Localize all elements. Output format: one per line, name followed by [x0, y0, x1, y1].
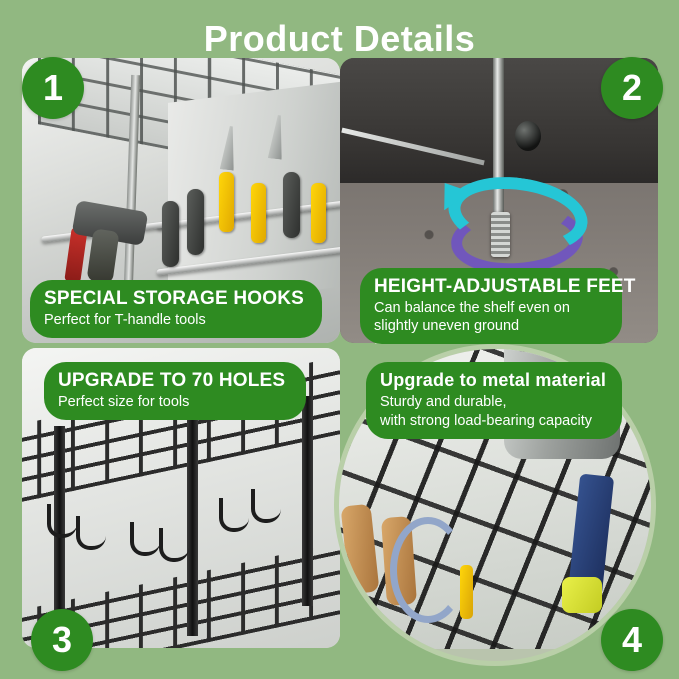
- panel-2-subline: Can balance the shelf even on slightly u…: [374, 300, 570, 334]
- panel-4-label: Upgrade to metal material Sturdy and dur…: [366, 362, 622, 439]
- panel-1-subline: Perfect for T-handle tools: [44, 312, 206, 328]
- badge-1: 1: [22, 57, 84, 119]
- drill-tool: [60, 200, 149, 284]
- panel-1-label: SPECIAL STORAGE HOOKS Perfect for T-hand…: [30, 280, 322, 338]
- badge-2: 2: [601, 57, 663, 119]
- badge-4: 4: [601, 609, 663, 671]
- panel-2-headline: HEIGHT-ADJUSTABLE FEET: [374, 276, 636, 297]
- panel-4-headline: Upgrade to metal material: [380, 370, 607, 390]
- blue-cord: [389, 517, 466, 623]
- rubber-knob: [514, 120, 541, 151]
- panel-3-subline: Perfect size for tools: [58, 394, 190, 410]
- panel-3-label: UPGRADE TO 70 HOLES Perfect size for too…: [44, 362, 306, 420]
- panel-1-headline: SPECIAL STORAGE HOOKS: [44, 288, 305, 309]
- threaded-foot: [491, 211, 511, 257]
- panel-2-label: HEIGHT-ADJUSTABLE FEET Can balance the s…: [360, 268, 636, 344]
- panel-3-headline: UPGRADE TO 70 HOLES: [58, 370, 286, 391]
- panel-4-subline-line1: Sturdy and durable,: [380, 394, 507, 410]
- panel-4-subline-line2: with strong load-bearing capacity: [380, 413, 592, 429]
- badge-3: 3: [31, 609, 93, 671]
- page-title: Product Details: [203, 18, 476, 59]
